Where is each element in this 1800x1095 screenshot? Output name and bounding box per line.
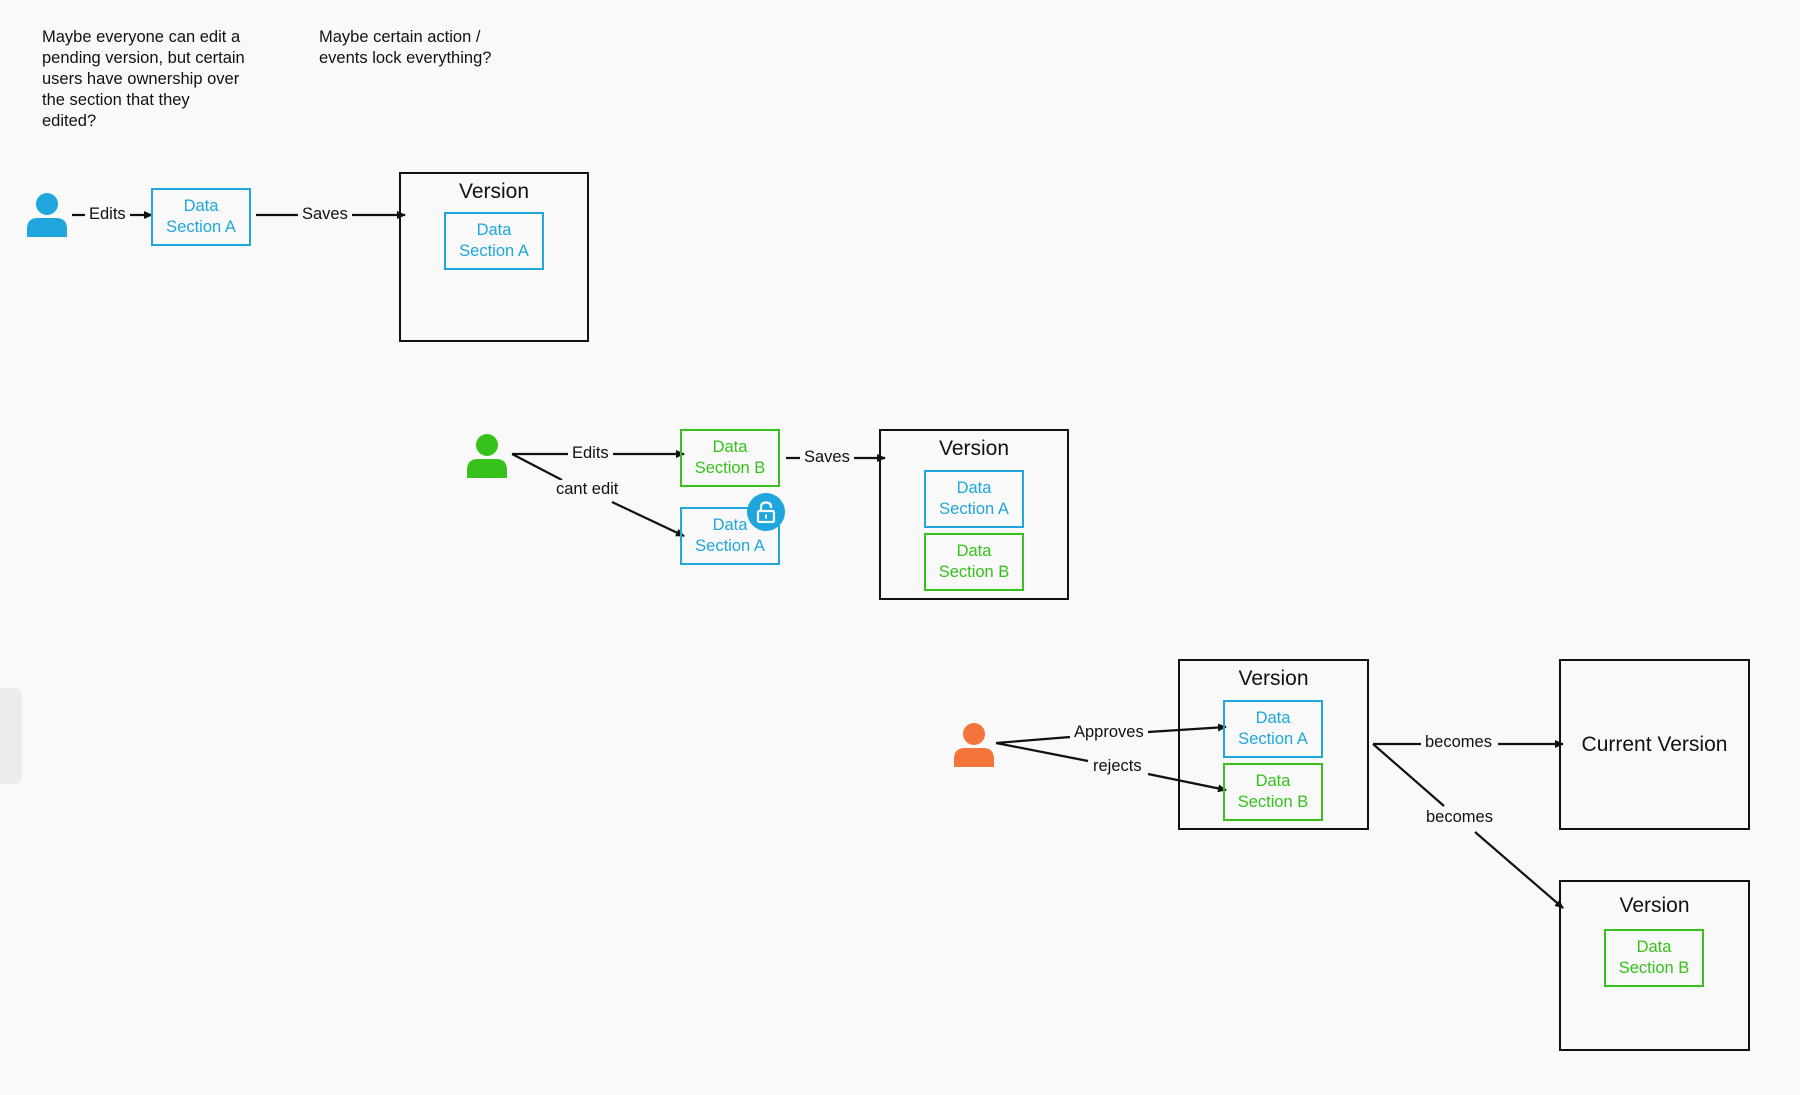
- edge-label-edits: Edits: [568, 444, 613, 463]
- data-section-a-locked-box[interactable]: Data Section A: [680, 507, 780, 565]
- note-lock-events: Maybe certain action / events lock every…: [319, 28, 492, 67]
- version-title: Version: [458, 180, 530, 203]
- data-label: Data: [1255, 772, 1291, 790]
- version-box[interactable]: Version Data Section A: [399, 172, 589, 342]
- edge-label-cant-edit: cant edit: [552, 480, 623, 499]
- section-label: Section A: [695, 537, 765, 555]
- edge-rejects: [995, 741, 1089, 763]
- data-section-b-box[interactable]: Data Section B: [1223, 763, 1323, 821]
- section-label: Section B: [938, 563, 1010, 581]
- data-section-a-box[interactable]: Data Section A: [151, 188, 251, 246]
- data-label: Data: [183, 197, 219, 215]
- edge-label-approves: Approves: [1070, 723, 1148, 742]
- data-section-a-box[interactable]: Data Section A: [1223, 700, 1323, 758]
- data-label: Data: [956, 542, 992, 560]
- data-label: Data: [1255, 709, 1291, 727]
- data-label: Data: [712, 516, 748, 534]
- data-label: Data: [476, 221, 512, 239]
- edge-label-edits: Edits: [85, 205, 130, 224]
- edge-label-becomes: becomes: [1421, 733, 1496, 752]
- edge-label-becomes: becomes: [1422, 808, 1497, 827]
- data-section-b-box[interactable]: Data Section B: [924, 533, 1024, 591]
- version-title: Version: [1238, 667, 1309, 690]
- data-section-b-box[interactable]: Data Section B: [1604, 929, 1704, 987]
- data-section-a-box[interactable]: Data Section A: [924, 470, 1024, 528]
- data-label: Data: [1636, 938, 1672, 956]
- note-ownership: Maybe everyone can edit a pending versio…: [42, 28, 245, 130]
- version-box[interactable]: Version Data Section A Data Section B: [1178, 659, 1369, 830]
- current-version-title: Current Version: [1581, 733, 1728, 756]
- data-section-b-box[interactable]: Data Section B: [680, 429, 780, 487]
- user-icon: [26, 193, 68, 237]
- version-title: Version: [938, 437, 1010, 460]
- section-label: Section A: [1238, 730, 1308, 748]
- side-panel-handle[interactable]: [0, 688, 22, 784]
- lock-icon: [747, 493, 785, 531]
- data-label: Data: [712, 438, 748, 456]
- edge-becomes-2: [1372, 743, 1445, 807]
- edge-cant-edit: [511, 453, 563, 481]
- data-label: Data: [956, 479, 992, 497]
- edge-approves: [995, 735, 1071, 745]
- section-label: Section B: [694, 459, 766, 477]
- section-label: Section B: [1237, 793, 1309, 811]
- edge-label-saves: Saves: [298, 205, 352, 224]
- edge-label-saves: Saves: [800, 448, 854, 467]
- user-icon: [953, 723, 995, 767]
- data-section-a-box[interactable]: Data Section A: [444, 212, 544, 270]
- section-label: Section A: [459, 242, 529, 260]
- version-box[interactable]: Version Data Section B: [1559, 880, 1750, 1051]
- edge-label-rejects: rejects: [1089, 757, 1146, 776]
- edge-cant-edit-b: [611, 501, 685, 537]
- version-title: Version: [1619, 894, 1690, 917]
- current-version-box[interactable]: Current Version: [1559, 659, 1750, 830]
- section-label: Section A: [166, 218, 236, 236]
- user-icon: [466, 434, 508, 478]
- edge-becomes-2-b: [1474, 831, 1564, 909]
- version-box[interactable]: Version Data Section A Data Section B: [879, 429, 1069, 600]
- section-label: Section A: [939, 500, 1009, 518]
- section-label: Section B: [1618, 959, 1690, 977]
